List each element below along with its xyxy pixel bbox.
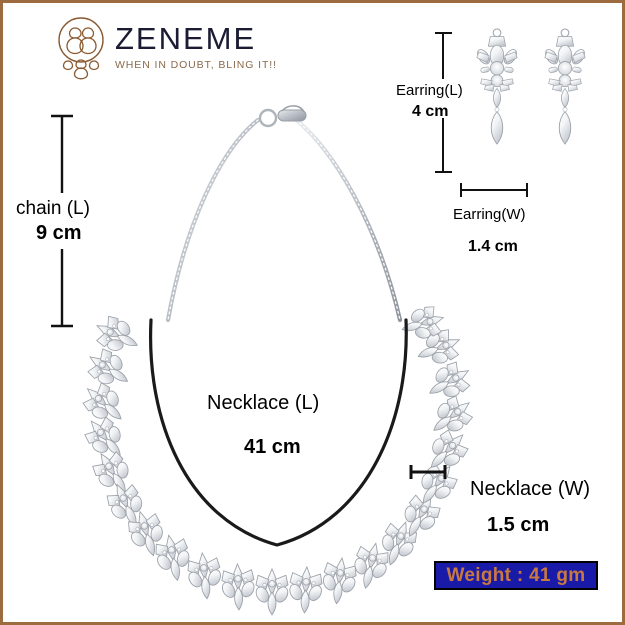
necklace-chain [165,117,403,323]
frame-border-right [622,0,625,625]
necklace-length-measure-arc [148,318,408,547]
weight-badge: Weight : 41 gm [434,561,598,590]
earring-length-value: 4 cm [412,103,449,120]
brand-text: ZENEME WHEN IN DOUBT, BLING IT!! [115,23,277,71]
brand-logo: ZENEME WHEN IN DOUBT, BLING IT!! [55,14,277,80]
necklace-width-value: 1.5 cm [487,514,550,536]
frame-border-bottom [0,622,625,625]
necklace-width-label: Necklace (W) [470,478,591,500]
frame-border-top [0,0,625,3]
earring-length-label: Earring(L) [396,82,463,99]
lobster-clasp-icon [258,105,307,128]
earring-width-dimension-line [460,183,528,197]
necklace-length-label: Necklace (L) [207,392,320,414]
weight-text: Weight : 41 gm [446,564,586,586]
brand-tagline: WHEN IN DOUBT, BLING IT!! [115,59,277,71]
chain-length-value: 9 cm [36,222,82,244]
chain-length-dimension-line [51,114,73,328]
frame-border-left [0,0,3,625]
necklace-earrings-logo-icon [58,17,104,80]
brand-name: ZENEME [115,21,257,56]
earring-length-dimension-line [435,32,452,173]
chain-length-label: chain (L) [16,198,90,219]
earring-width-value: 1.4 cm [468,238,518,255]
necklace-length-value: 41 cm [244,436,301,458]
necklace-width-dimension-line [409,465,447,479]
earring-width-label: Earring(W) [453,206,526,223]
